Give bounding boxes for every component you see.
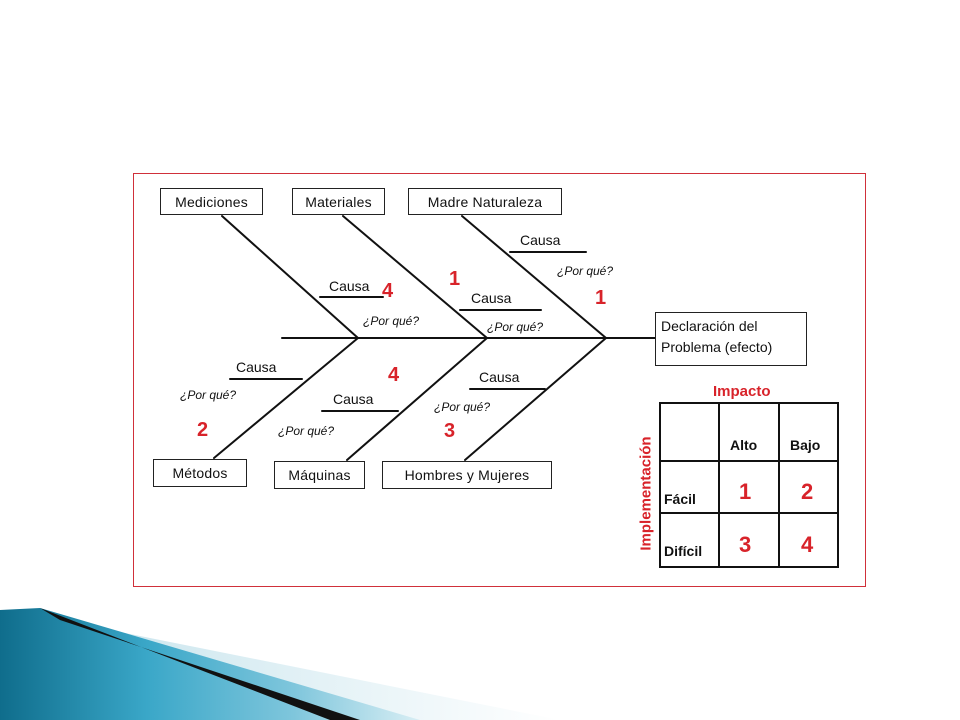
priority-number-mediciones: 4 [382, 280, 394, 302]
priority-number-metodos: 2 [197, 419, 209, 441]
decorative-bottom-band [0, 608, 560, 720]
bone-madre-naturaleza [461, 215, 607, 339]
matrix-value-dificil-bajo: 4 [801, 532, 814, 557]
matrix-value-dificil-alto: 3 [739, 532, 752, 557]
why-label-mediciones: ¿Por qué? [363, 314, 420, 328]
effect-line-2: Problema (efecto) [661, 339, 773, 355]
cause-label-materiales: Causa [471, 290, 512, 306]
diagram-frame [133, 173, 866, 587]
matrix-row-header-facil: Fácil [664, 491, 696, 507]
category-label: Máquinas [288, 467, 351, 483]
category-box-madre-naturaleza: Madre Naturaleza [408, 188, 562, 215]
effect-line-1: Declaración del [661, 318, 758, 334]
matrix-col-header-bajo: Bajo [790, 437, 821, 453]
cause-label-metodos: Causa [236, 359, 277, 375]
cause-label-madre-naturaleza: Causa [520, 232, 561, 248]
why-label-hombres-mujeres: ¿Por qué? [434, 400, 491, 414]
bone-mediciones [221, 215, 359, 339]
category-label: Mediciones [175, 193, 248, 210]
priority-number-materiales: 1 [449, 268, 461, 290]
matrix-title: Impacto [713, 383, 771, 400]
priority-number-hombres-mujeres: 3 [444, 420, 456, 442]
category-box-maquinas: Máquinas [274, 461, 365, 489]
why-label-materiales: ¿Por qué? [487, 320, 544, 334]
effect-box: Declaración del Problema (efecto) [655, 312, 807, 366]
category-label: Madre Naturaleza [427, 193, 543, 210]
cause-label-mediciones: Causa [329, 278, 370, 294]
why-label-madre-naturaleza: ¿Por qué? [557, 264, 614, 278]
matrix-value-facil-bajo: 2 [801, 479, 814, 504]
bone-materiales [342, 215, 488, 339]
category-label: Materiales [305, 193, 372, 210]
why-label-metodos: ¿Por qué? [180, 388, 237, 402]
bone-hombres-mujeres [464, 337, 607, 461]
bone-metodos [213, 337, 359, 459]
category-box-mediciones: Mediciones [160, 188, 263, 215]
cause-label-maquinas: Causa [333, 391, 374, 407]
matrix-value-facil-alto: 1 [739, 479, 752, 504]
matrix-side-label: Implementación [637, 436, 655, 551]
category-label: Hombres y Mujeres [404, 467, 530, 483]
category-label: Métodos [172, 465, 228, 481]
matrix-col-header-alto: Alto [730, 437, 758, 453]
bone-maquinas [346, 337, 488, 461]
cause-label-hombres-mujeres: Causa [479, 369, 520, 385]
priority-number-maquinas: 4 [388, 364, 400, 386]
why-label-maquinas: ¿Por qué? [278, 424, 335, 438]
priority-number-madre-naturaleza: 1 [595, 287, 607, 309]
band-teal-wedge [0, 608, 420, 720]
matrix-row-header-dificil: Difícil [664, 543, 703, 559]
matrix-outline [659, 402, 839, 568]
category-box-materiales: Materiales [292, 188, 385, 215]
category-box-metodos: Métodos [153, 459, 247, 487]
category-box-hombres-mujeres: Hombres y Mujeres [382, 461, 552, 489]
